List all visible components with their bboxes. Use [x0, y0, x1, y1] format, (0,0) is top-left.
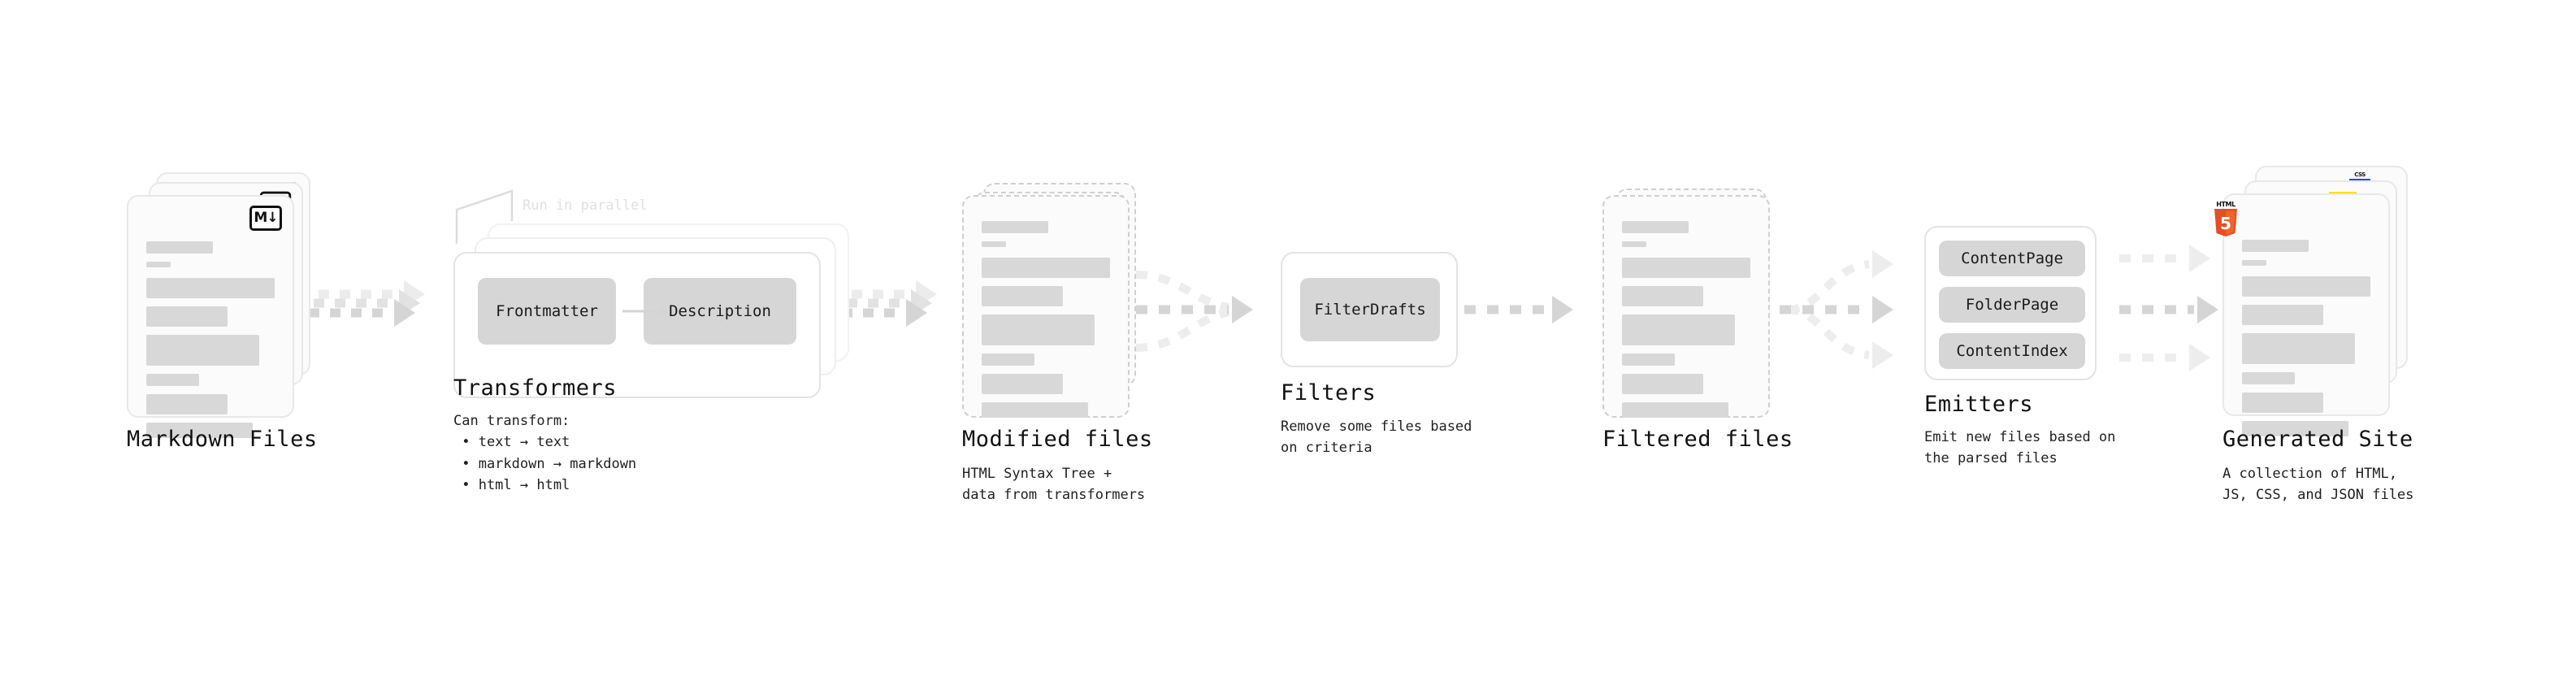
- arrow-filtered-to-emitters: [1780, 250, 1893, 369]
- stage-title-filters: Filters: [1281, 380, 1377, 406]
- skeleton-lines: [982, 221, 1110, 426]
- emitter-chip-contentpage[interactable]: ContentPage: [1939, 241, 2085, 276]
- stage-title-filtered-files: Filtered files: [1602, 427, 1793, 452]
- chip-label: Description: [669, 302, 771, 320]
- emitter-chip-contentindex[interactable]: ContentIndex: [1939, 333, 2085, 369]
- stage-subtitle-filters: Remove some files based on criteria: [1281, 419, 1472, 457]
- stage-subtitle-generated-site: A collection of HTML, JS, CSS, and JSON …: [2223, 466, 2414, 504]
- arrow-filters-to-filtered: [1464, 296, 1573, 323]
- stage-subtitle-emitters: Emit new files based on the parsed files: [1924, 429, 2116, 467]
- chip-label: FolderPage: [1965, 296, 2059, 314]
- transformer-chip-frontmatter[interactable]: Frontmatter: [478, 278, 616, 345]
- transformer-chip-description[interactable]: Description: [644, 278, 796, 345]
- skeleton-lines: [146, 241, 275, 446]
- site-card-front: HTML 5: [2214, 193, 2390, 436]
- chip-label: ContentIndex: [1956, 342, 2068, 360]
- filtered-card-front: [1602, 195, 1770, 418]
- modified-card-front: [962, 195, 1130, 418]
- emitters-panel[interactable]: ContentPage FolderPage ContentIndex: [1924, 226, 2097, 380]
- html5-badge-digit: 5: [2220, 214, 2231, 233]
- markdown-badge: M↓: [249, 206, 282, 231]
- stage-subtitle-transformers: Can transform: • text → text • markdown …: [453, 413, 637, 494]
- markdown-badge-glyph: M↓: [254, 210, 278, 226]
- emitter-chip-folderpage[interactable]: FolderPage: [1939, 287, 2085, 323]
- arrow-markdown-to-transformers: [309, 280, 425, 327]
- css-badge-label: CSS: [2354, 171, 2366, 178]
- chip-label: ContentPage: [1961, 249, 2063, 267]
- html5-badge-label: HTML: [2216, 201, 2236, 208]
- skeleton-lines: [2242, 240, 2370, 445]
- chip-label: Frontmatter: [496, 302, 598, 320]
- chip-label: FilterDrafts: [1314, 301, 1426, 319]
- filters-panel[interactable]: FilterDrafts: [1281, 252, 1458, 367]
- arrow-modified-to-filters: [1135, 271, 1253, 352]
- stage-title-generated-site: Generated Site: [2223, 427, 2413, 452]
- transformer-panel-front[interactable]: Frontmatter Description: [453, 252, 821, 398]
- stage-title-emitters: Emitters: [1924, 392, 2034, 417]
- arrow-emitters-to-site: [2119, 245, 2218, 371]
- stage-title-transformers: Transformers: [453, 375, 618, 401]
- run-in-parallel-label: Run in parallel: [523, 197, 648, 214]
- markdown-card-front: M↓: [127, 195, 294, 438]
- stage-title-markdown-files: Markdown Files: [127, 427, 318, 452]
- filter-chip-filterdrafts[interactable]: FilterDrafts: [1300, 278, 1440, 341]
- skeleton-lines: [1622, 221, 1750, 426]
- stage-subtitle-modified-files: HTML Syntax Tree + data from transformer…: [962, 466, 1146, 504]
- stage-title-modified-files: Modified files: [962, 427, 1153, 452]
- html5-badge: HTML 5: [2213, 201, 2239, 236]
